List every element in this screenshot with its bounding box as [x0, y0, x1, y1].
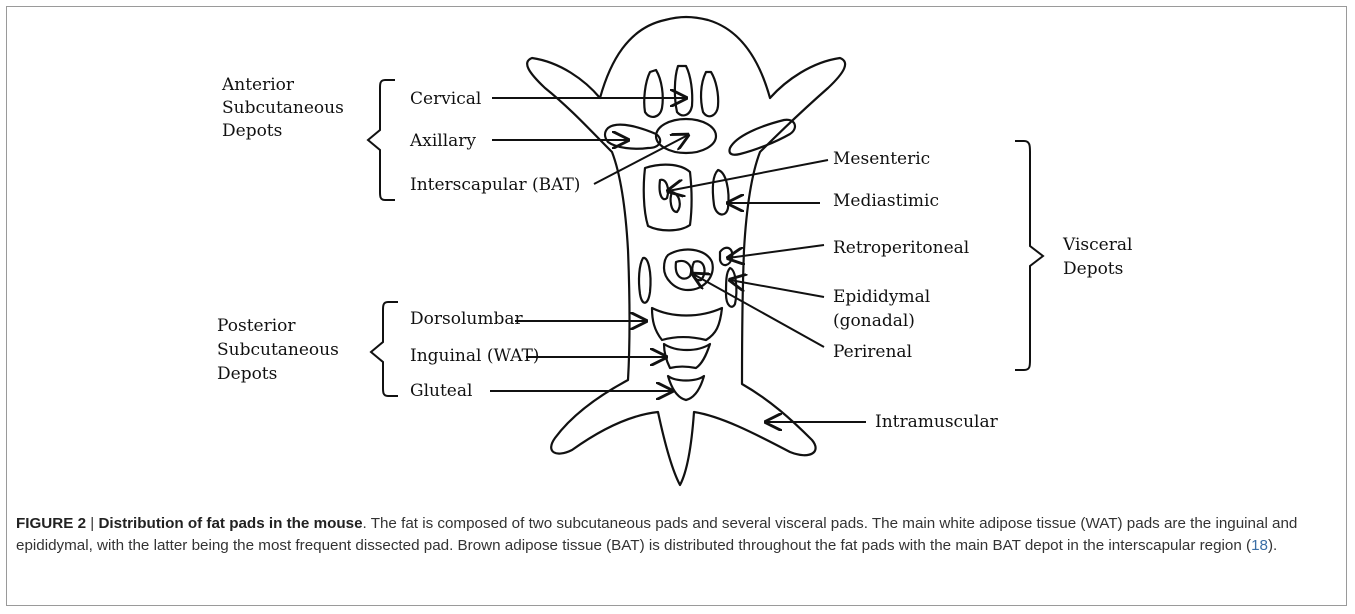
epididymal-label: Epididymal (gonadal) — [833, 287, 936, 331]
mediastimic-pad — [713, 170, 729, 214]
mouse-fat-diagram: Anterior Subcutaneous Depots Cervical Ax… — [0, 0, 1355, 510]
caption-separator: | — [86, 515, 98, 532]
axillary-label: Axillary — [409, 131, 476, 151]
perirenal-pad-left — [676, 261, 691, 279]
inguinal-label: Inguinal (WAT) — [410, 346, 539, 366]
cervical-pad-left — [644, 70, 663, 117]
cervical-label: Cervical — [410, 89, 481, 109]
mediastimic-label: Mediastimic — [833, 191, 939, 211]
retroperitoneal-arrow — [728, 245, 824, 258]
posterior-depots-label: Posterior Subcutaneous Depots — [217, 316, 344, 384]
visceral-pad-right — [726, 268, 736, 307]
posterior-bracket — [371, 302, 398, 396]
gluteal-pad — [668, 376, 704, 400]
mouse-body-outline — [527, 17, 845, 485]
dorsolumbar-label: Dorsolumbar — [410, 309, 523, 329]
retroperitoneal-label: Retroperitoneal — [833, 238, 969, 258]
caption-end: ). — [1268, 537, 1277, 554]
mesenteric-pad-inner-2 — [671, 192, 680, 212]
perirenal-label: Perirenal — [833, 342, 912, 362]
intramuscular-label: Intramuscular — [875, 412, 999, 432]
cervical-pad-center — [675, 66, 692, 115]
epididymal-arrow — [730, 280, 824, 297]
dorsolumbar-pad — [652, 308, 722, 340]
anterior-depots-label: Anterior Subcutaneous Depots — [221, 75, 349, 141]
reference-link[interactable]: 18 — [1251, 537, 1268, 554]
anterior-bracket — [368, 80, 395, 200]
gluteal-label: Gluteal — [410, 381, 472, 401]
figure-title: Distribution of fat pads in the mouse — [98, 515, 362, 532]
inguinal-pad — [664, 344, 710, 368]
visceral-bracket — [1015, 141, 1043, 370]
mesenteric-label: Mesenteric — [833, 149, 930, 169]
visceral-pad-left — [639, 258, 651, 303]
figure-caption: FIGURE 2 | Distribution of fat pads in t… — [16, 513, 1336, 557]
axillary-pad-left — [605, 125, 660, 149]
mesenteric-pad-inner-1 — [660, 180, 668, 199]
mesenteric-arrow — [668, 160, 828, 191]
visceral-depots-label: Visceral Depots — [1062, 235, 1138, 279]
cervical-pad-right — [701, 72, 718, 116]
figure-label: FIGURE 2 — [16, 515, 86, 532]
retroperitoneal-pad — [720, 248, 732, 265]
interscapular-label: Interscapular (BAT) — [410, 175, 580, 195]
